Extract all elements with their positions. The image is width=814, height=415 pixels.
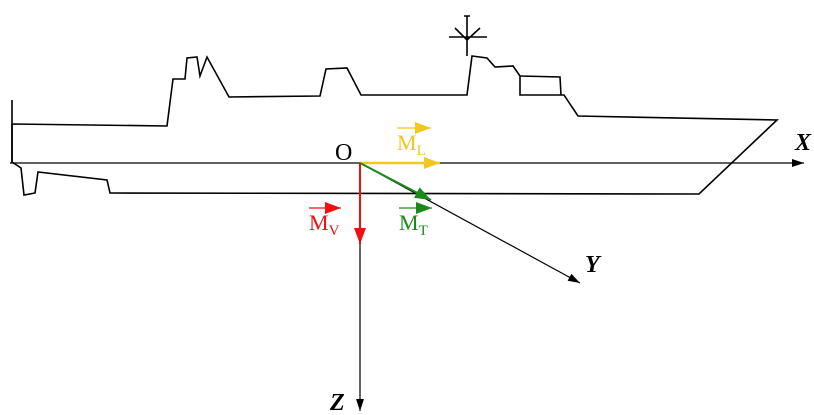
- ship-mast: [449, 15, 487, 56]
- label-ml: ML: [397, 122, 431, 159]
- ship-outline: [11, 15, 779, 196]
- ship-upper-outline: [11, 55, 779, 196]
- label-mv-symbol: M: [309, 210, 329, 235]
- vector-mt: [359, 162, 432, 201]
- svg-text:MT: MT: [399, 210, 428, 239]
- label-mt: MT: [399, 202, 432, 239]
- vectors: [354, 157, 440, 244]
- axis-label-y: Y: [585, 252, 602, 278]
- label-mv-subscript: V: [329, 223, 340, 239]
- svg-text:MV: MV: [309, 210, 340, 239]
- label-mv: MV: [309, 202, 341, 239]
- label-ml-subscript: L: [417, 143, 426, 159]
- label-mt-subscript: T: [419, 223, 428, 239]
- svg-text:ML: ML: [397, 130, 426, 159]
- label-ml-symbol: M: [397, 130, 417, 155]
- axis-label-x: X: [794, 130, 812, 156]
- label-mt-symbol: M: [399, 210, 419, 235]
- ship-radar-box: [519, 75, 562, 96]
- axes: [10, 159, 804, 411]
- axis-label-z: Z: [329, 390, 345, 415]
- origin-label: O: [335, 140, 352, 166]
